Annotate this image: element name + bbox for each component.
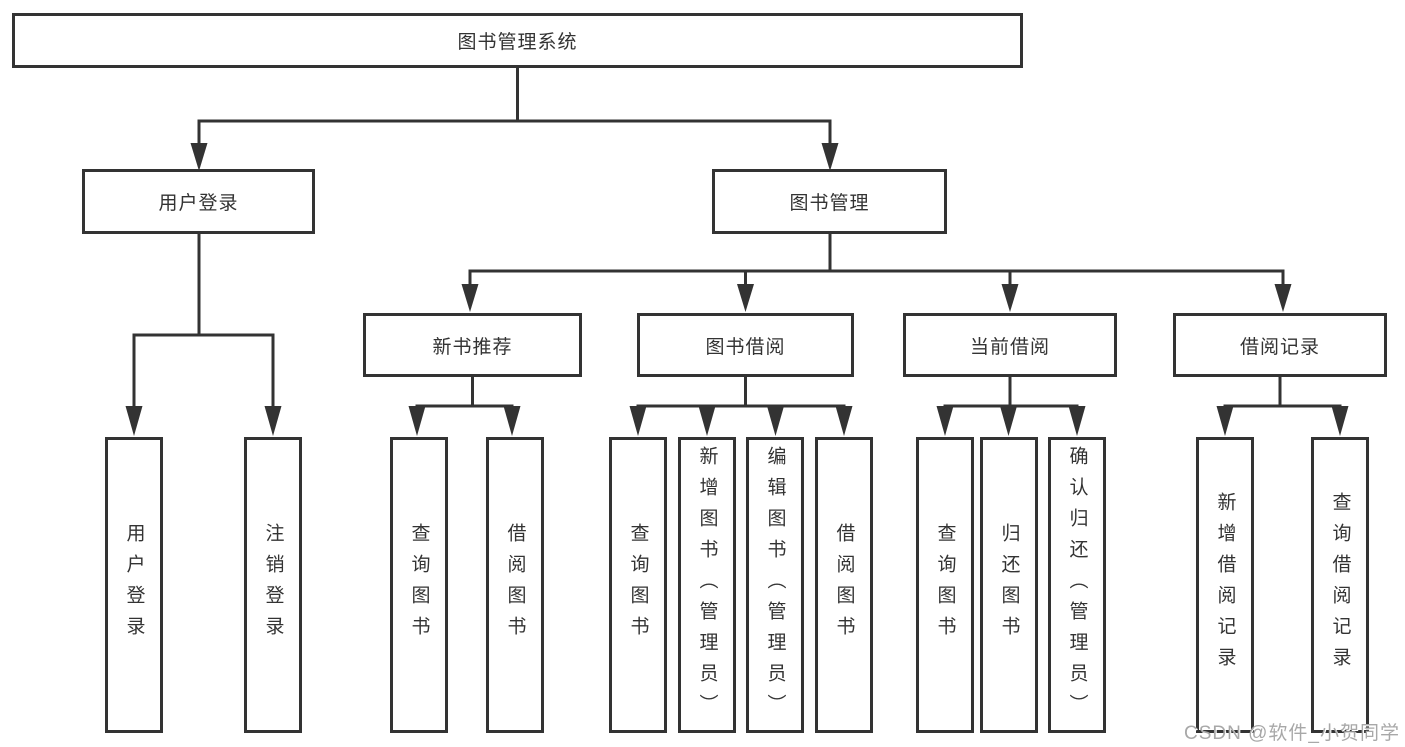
arrowhead-icon (737, 284, 754, 312)
connector-borrowing-records-children (1223, 377, 1342, 410)
connector-current-borrowing-children (943, 377, 1079, 410)
leaf-edit-book-admin: 编辑图书（管理员） (746, 437, 804, 733)
leaf-query-borrow-record-label: 查询借阅记录 (1329, 492, 1351, 678)
node-book-management: 图书管理 (712, 169, 947, 234)
leaf-borrow-books-borrowing-label: 借阅图书 (833, 523, 855, 647)
arrowhead-icon (125, 406, 143, 436)
arrowhead-icon (264, 406, 282, 436)
leaf-query-books-current: 查询图书 (916, 437, 974, 733)
node-user-login-label: 用户登录 (158, 193, 239, 214)
node-new-book-recommend: 新书推荐 (363, 313, 582, 377)
leaf-user-login-label: 用户登录 (123, 523, 145, 647)
connector-new-book-recommend-children (415, 377, 514, 410)
leaf-query-books-recommend-label: 查询图书 (408, 523, 430, 647)
leaf-add-borrow-record-label: 新增借阅记录 (1214, 492, 1236, 678)
node-borrowing-records: 借阅记录 (1173, 313, 1387, 377)
connector-book-borrowing-children (636, 377, 846, 410)
node-current-borrowing: 当前借阅 (903, 313, 1117, 377)
leaf-confirm-return-admin-label: 确认归还（管理员） (1066, 445, 1088, 725)
connector-line (468, 234, 1285, 290)
watermark: CSDN @软件_小贺同学 (1184, 723, 1400, 744)
arrowhead-icon (821, 143, 839, 171)
arrowhead-icon (629, 406, 647, 436)
arrowhead-icon (698, 406, 716, 436)
node-new-book-recommend-label: 新书推荐 (432, 336, 513, 358)
leaf-add-borrow-record: 新增借阅记录 (1196, 437, 1254, 733)
arrowhead-icon (503, 406, 521, 436)
node-root: 图书管理系统 (12, 13, 1023, 68)
node-current-borrowing-label: 当前借阅 (969, 336, 1050, 358)
node-book-borrowing: 图书借阅 (637, 313, 854, 377)
leaf-return-book-label: 归还图书 (998, 523, 1020, 647)
connector-line (132, 234, 275, 410)
connector-line (636, 377, 846, 410)
node-book-borrowing-label: 图书借阅 (705, 336, 786, 358)
leaf-borrow-books-recommend: 借阅图书 (486, 437, 544, 733)
arrowhead-icon (190, 143, 208, 171)
connector-user-login-children (132, 234, 275, 410)
leaf-query-books-borrowing: 查询图书 (609, 437, 667, 733)
leaf-borrow-books-borrowing: 借阅图书 (815, 437, 873, 733)
leaf-return-book: 归还图书 (980, 437, 1038, 733)
connector-line (943, 377, 1079, 410)
arrowhead-icon (1001, 284, 1019, 312)
arrowhead-icon (1274, 284, 1292, 312)
node-user-login: 用户登录 (82, 169, 315, 234)
leaf-add-book-admin-label: 新增图书（管理员） (696, 445, 718, 725)
leaf-add-book-admin: 新增图书（管理员） (678, 437, 736, 733)
connector-line (415, 377, 514, 410)
connector-book-management-children (468, 234, 1285, 290)
leaf-query-books-borrowing-label: 查询图书 (627, 523, 649, 647)
arrowhead-icon (767, 406, 784, 436)
arrowhead-icon (408, 406, 426, 436)
node-book-management-label: 图书管理 (789, 193, 870, 214)
leaf-query-borrow-record: 查询借阅记录 (1311, 437, 1369, 733)
arrowhead-icon (1000, 406, 1017, 436)
node-root-label: 图书管理系统 (457, 32, 578, 53)
leaf-query-books-current-label: 查询图书 (934, 523, 956, 647)
connector-root-children (197, 68, 832, 146)
arrowhead-icon (936, 406, 954, 436)
leaf-logout: 注销登录 (244, 437, 302, 733)
connector-line (1223, 377, 1342, 410)
connector-line (197, 68, 832, 146)
leaf-borrow-books-recommend-label: 借阅图书 (504, 523, 526, 647)
arrowhead-icon (1216, 406, 1234, 436)
leaf-query-books-recommend: 查询图书 (390, 437, 448, 733)
arrowhead-icon (835, 406, 853, 436)
arrowhead-icon (461, 284, 479, 312)
arrowhead-icon (1068, 406, 1086, 436)
leaf-user-login: 用户登录 (105, 437, 163, 733)
leaf-confirm-return-admin: 确认归还（管理员） (1048, 437, 1106, 733)
leaf-edit-book-admin-label: 编辑图书（管理员） (764, 445, 786, 725)
leaf-logout-label: 注销登录 (262, 523, 284, 647)
node-borrowing-records-label: 借阅记录 (1239, 336, 1320, 358)
arrowhead-icon (1331, 406, 1349, 436)
